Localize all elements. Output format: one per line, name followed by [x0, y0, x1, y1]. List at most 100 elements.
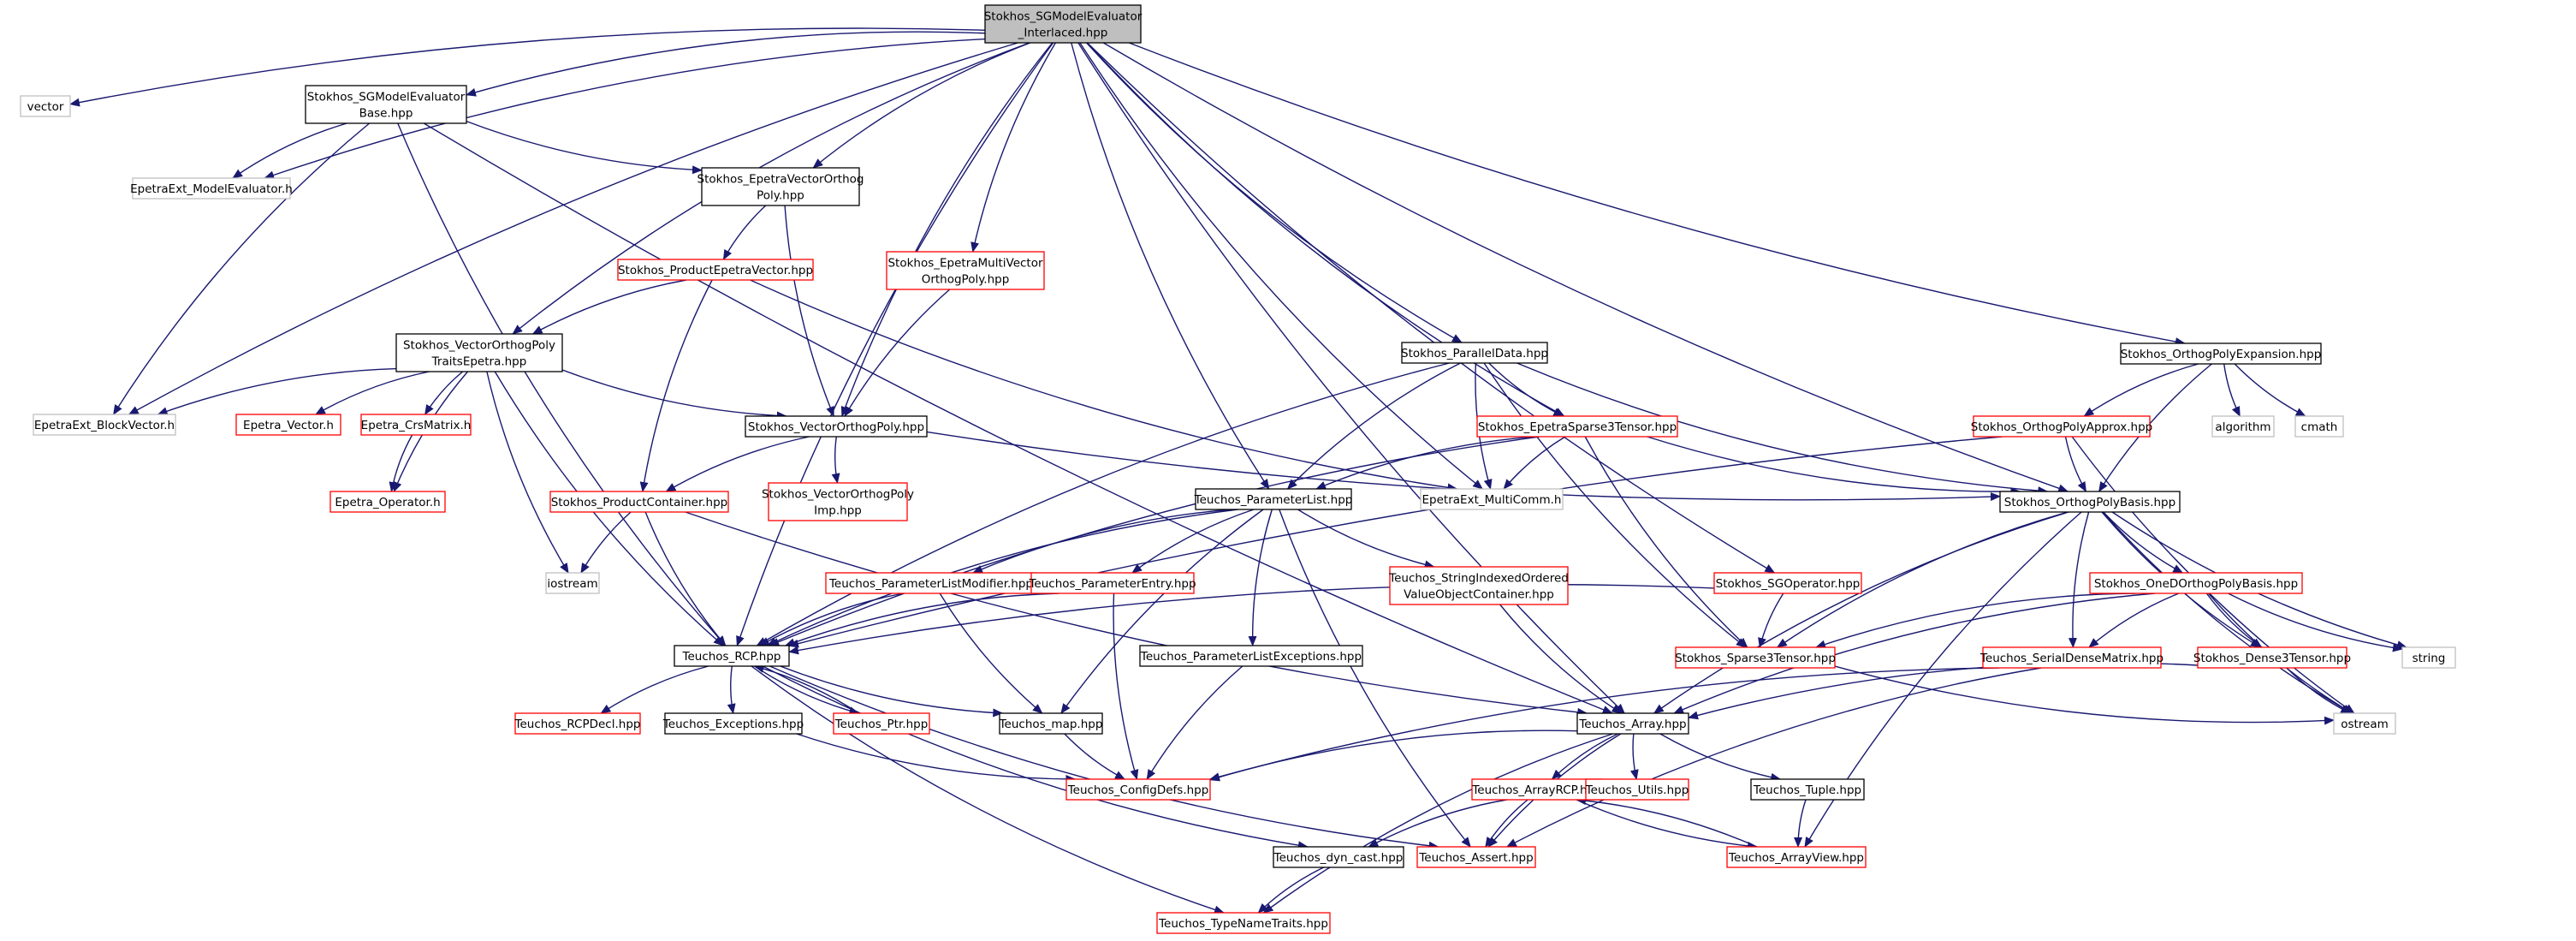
node-map[interactable]: Teuchos_map.hpp: [999, 712, 1103, 735]
node-arrayview[interactable]: Teuchos_ArrayView.hpp: [1726, 846, 1867, 868]
node-opa[interactable]: Stokhos_OrthogPolyApprox.hpp: [1971, 415, 2153, 438]
edge-paralleldata-to-paramlist: [1286, 362, 1461, 490]
node-ope-label: Stokhos_OrthogPolyExpansion.hpp: [2121, 348, 2322, 361]
edge-array-to-arrayrcp: [1551, 733, 1618, 780]
node-vop-box: [745, 415, 928, 438]
edge-root-to-mevaluator: [264, 38, 986, 180]
node-configdefs[interactable]: Teuchos_ConfigDefs.hpp: [1065, 778, 1211, 801]
node-sgmebase-label-2: Base.hpp: [359, 107, 413, 121]
edge-d3t-to-ostream: [2286, 667, 2352, 714]
node-ostream-label: ostream: [2341, 718, 2389, 731]
edge-opb-to-odopb: [2103, 511, 2184, 574]
edge-arrayrcp-to-assert: [1485, 799, 1528, 848]
node-plexc[interactable]: Teuchos_ParameterListExceptions.hpp: [1139, 645, 1363, 667]
node-operator[interactable]: Epetra_Operator.h: [329, 491, 446, 513]
edge-paramlist-to-map: [1060, 509, 1264, 714]
node-odopb[interactable]: Stokhos_OneDOrthogPolyBasis.hpp: [2089, 572, 2303, 594]
node-sio[interactable]: Teuchos_StringIndexedOrdered ValueObject…: [1388, 566, 1569, 605]
node-assert[interactable]: Teuchos_Assert.hpp: [1416, 846, 1536, 868]
edge-paralleldata-to-es3t: [1488, 362, 1564, 417]
node-mevaluator[interactable]: EpetraExt_ModelEvaluator.h: [130, 177, 293, 200]
node-crsmatrix[interactable]: Epetra_CrsMatrix.h: [360, 414, 472, 436]
node-d3t[interactable]: Stokhos_Dense3Tensor.hpp: [2193, 646, 2351, 669]
node-string[interactable]: string: [2401, 646, 2456, 669]
edge-root-to-paralleldata: [1086, 42, 1463, 343]
node-arrayrcp[interactable]: Teuchos_ArrayRCP.hpp: [1471, 778, 1603, 801]
node-odopb-label: Stokhos_OneDOrthogPolyBasis.hpp: [2094, 577, 2298, 591]
node-s3t[interactable]: Stokhos_Sparse3Tensor.hpp: [1675, 646, 1836, 669]
edge-paralleldata-to-opb: [1517, 362, 2049, 496]
edge-vop-to-vopimp: [831, 436, 840, 484]
edge-paramlist-to-sio: [1297, 509, 1435, 569]
node-ostream[interactable]: ostream: [2333, 712, 2396, 735]
edge-root-to-paramlist: [1071, 42, 1270, 490]
node-rcp[interactable]: Teuchos_RCP.hpp: [674, 645, 790, 667]
node-array-label: Teuchos_Array.hpp: [1578, 718, 1686, 731]
edge-paralleldata-to-s3t: [1483, 362, 1747, 648]
node-prodcont[interactable]: Stokhos_ProductContainer.hpp: [549, 491, 729, 513]
node-algorithm[interactable]: algorithm: [2211, 415, 2275, 438]
node-utils[interactable]: Teuchos_Utils.hpp: [1585, 778, 1689, 801]
node-paralleldata[interactable]: Stokhos_ParallelData.hpp: [1401, 342, 1548, 364]
node-mevaluator-box: [132, 177, 291, 200]
node-sio-box: [1389, 566, 1569, 605]
edge-prodev-to-prodcont: [639, 279, 713, 492]
node-operator-label: Epetra_Operator.h: [335, 496, 440, 509]
node-array[interactable]: Teuchos_Array.hpp: [1576, 712, 1689, 735]
node-arrayrcp-label: Teuchos_ArrayRCP.hpp: [1471, 783, 1601, 797]
node-sgop[interactable]: Stokhos_SGOperator.hpp: [1713, 572, 1862, 594]
node-opb[interactable]: Stokhos_OrthogPolyBasis.hpp: [1999, 491, 2181, 513]
edge-es3t-to-s3t: [1584, 436, 1748, 648]
node-vopimp[interactable]: Stokhos_VectorOrthogPoly Imp.hpp: [762, 482, 914, 521]
node-blockvector-box: [33, 414, 176, 436]
node-dyncast[interactable]: Teuchos_dyn_cast.hpp: [1273, 846, 1404, 868]
edge-plmod-to-map: [939, 593, 1043, 714]
edge-rcp-to-exceptions: [727, 665, 736, 714]
node-paramlist-box: [1195, 488, 1352, 510]
node-vop[interactable]: Stokhos_VectorOrthogPoly.hpp: [745, 415, 928, 438]
node-iostream-label: iostream: [547, 577, 597, 591]
node-ope[interactable]: Stokhos_OrthogPolyExpansion.hpp: [2120, 342, 2322, 365]
node-exceptions[interactable]: Teuchos_Exceptions.hpp: [662, 712, 804, 735]
node-sio-label-2: ValueObjectContainer.hpp: [1404, 588, 1554, 602]
node-paramlist[interactable]: Teuchos_ParameterList.hpp: [1194, 488, 1353, 510]
node-cmath[interactable]: cmath: [2294, 415, 2344, 438]
edge-vop-to-prodcont: [665, 436, 810, 492]
node-typenametraits[interactable]: Teuchos_TypeNameTraits.hpp: [1156, 912, 1331, 934]
edge-odopb-to-d3t: [2205, 593, 2263, 648]
node-es3t[interactable]: Stokhos_EpetraSparse3Tensor.hpp: [1476, 415, 1678, 438]
node-emvop[interactable]: Stokhos_EpetraMultiVector OrthogPoly.hpp: [886, 251, 1045, 290]
node-sgmebase[interactable]: Stokhos_SGModelEvaluator Base.hpp: [305, 85, 467, 124]
node-prodev[interactable]: Stokhos_ProductEpetraVector.hpp: [617, 259, 814, 281]
node-epetravector[interactable]: Epetra_Vector.h: [235, 414, 341, 436]
node-tuple[interactable]: Teuchos_Tuple.hpp: [1750, 778, 1865, 801]
node-vector[interactable]: vector: [20, 95, 71, 117]
edge-paramlist-to-plexc: [1248, 509, 1273, 646]
node-blockvector[interactable]: EpetraExt_BlockVector.h: [33, 414, 176, 436]
node-plmod[interactable]: Teuchos_ParameterListModifier.hpp: [825, 572, 1037, 594]
node-multicomm[interactable]: EpetraExt_MultiComm.h: [1420, 488, 1564, 510]
node-paralleldata-label: Stokhos_ParallelData.hpp: [1401, 347, 1548, 360]
node-prodcont-label: Stokhos_ProductContainer.hpp: [551, 496, 728, 509]
node-paramentry[interactable]: Teuchos_ParameterEntry.hpp: [1028, 572, 1196, 594]
node-iostream[interactable]: iostream: [545, 572, 600, 594]
edge-opb-to-ostream: [2102, 511, 2353, 714]
edge-rcp-to-assert: [769, 665, 1439, 850]
node-prodev-box: [617, 259, 814, 281]
node-sdm[interactable]: Teuchos_SerialDenseMatrix.hpp: [1979, 646, 2163, 669]
edge-rcp-to-typenametraits: [751, 665, 1225, 914]
node-evop[interactable]: Stokhos_EpetraVectorOrthog Poly.hpp: [697, 167, 864, 206]
edge-array-to-tuple: [1659, 733, 1782, 782]
node-root[interactable]: Stokhos_SGModelEvaluator _Interlaced.hpp: [984, 4, 1143, 44]
node-ptr[interactable]: Teuchos_Ptr.hpp: [833, 712, 930, 735]
edge-root-to-opb: [1102, 42, 2069, 493]
node-s3t-box: [1675, 646, 1836, 669]
edge-odopb-to-array: [1673, 593, 2155, 714]
node-opb-label: Stokhos_OrthogPolyBasis.hpp: [2004, 496, 2175, 509]
node-epetravector-box: [235, 414, 341, 436]
node-vopte[interactable]: Stokhos_VectorOrthogPoly TraitsEpetra.hp…: [395, 333, 563, 372]
node-typenametraits-label: Teuchos_TypeNameTraits.hpp: [1158, 917, 1328, 931]
node-rcpdecl[interactable]: Teuchos_RCPDecl.hpp: [514, 712, 641, 735]
edge-map-to-configdefs: [1064, 733, 1125, 780]
edge-vopte-to-rcp: [494, 371, 724, 646]
